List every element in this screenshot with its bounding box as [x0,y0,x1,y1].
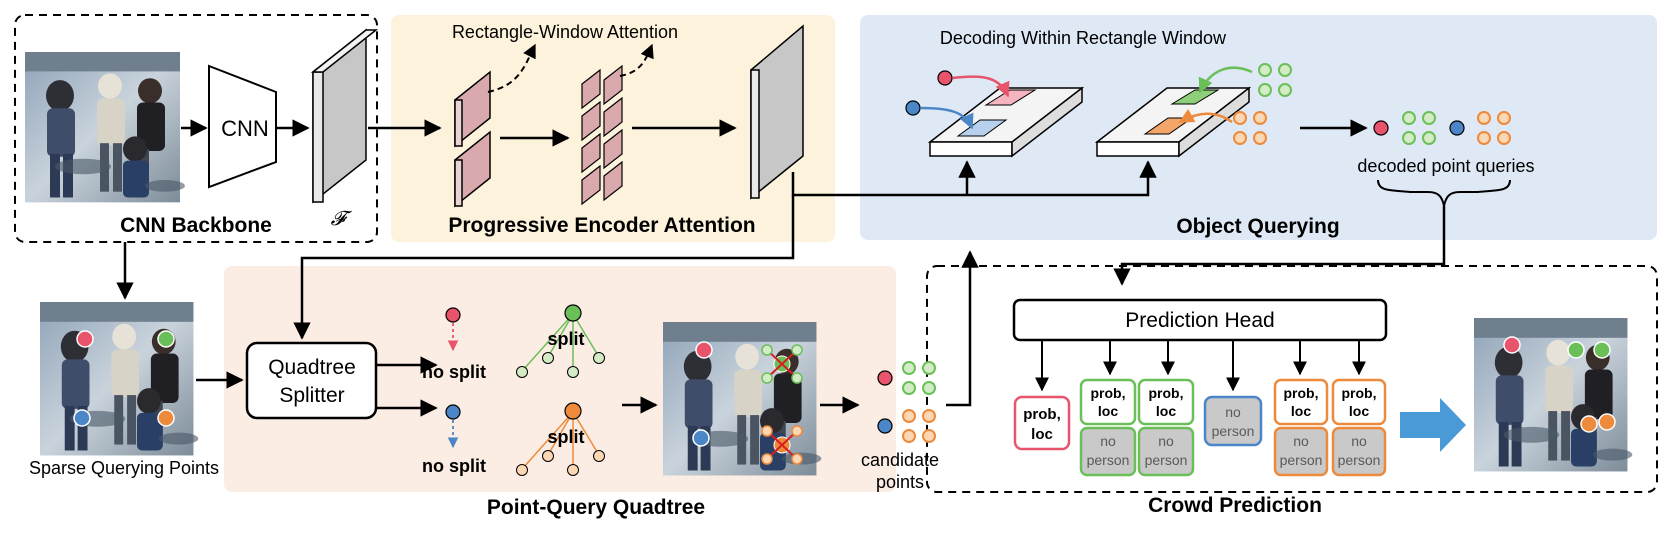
feature-map-f [310,28,379,204]
feature-symbol: 𝓕 [331,208,353,230]
candidate-points-line1: candidate [861,450,939,470]
green-prob-1-line2: loc [1098,403,1118,419]
section-title-point-query-quadtree: Point-Query Quadtree [487,496,705,519]
red-prob-line2: loc [1031,426,1053,443]
decoded-point-queries-label: decoded point queries [1357,156,1534,176]
section-title-object-querying: Object Querying [1176,215,1339,238]
orange-prediction-group [1273,378,1387,477]
section-title-cnn-backbone: CNN Backbone [120,214,272,237]
decoding-within-window-label: Decoding Within Rectangle Window [940,28,1227,48]
rect-window-attention-label: Rectangle-Window Attention [452,22,678,42]
orange-noperson-1-line2: person [1280,452,1323,468]
cnn-label: CNN [221,116,269,141]
sparse-points-image [40,302,199,456]
blue-noperson-line1: no [1225,404,1241,420]
blue-no-person-box [1203,395,1263,447]
candidate-points-line2: points [876,472,924,492]
sparse-querying-points-label: Sparse Querying Points [29,458,219,478]
green-query-cluster [1258,63,1292,97]
orange-query-cluster [1233,111,1267,145]
green-prob-2-line1: prob, [1149,385,1184,401]
orange-prob-2-line2: loc [1349,403,1369,419]
orange-split-tree [516,402,605,476]
red-prob-line1: prob, [1023,406,1061,423]
red-prob-loc-box [1013,395,1071,451]
candidate-points [877,361,936,443]
split-label-orange: split [547,427,584,447]
cnn-backbone-box [14,14,378,243]
decoded-point-queries [1373,111,1511,145]
orange-noperson-1-line1: no [1293,433,1309,449]
green-prob-2-line2: loc [1156,403,1176,419]
quadtree-splitter-block [245,341,378,420]
encoder-output-feature [750,24,804,200]
green-noperson-1-line2: person [1087,452,1130,468]
green-noperson-2-line2: person [1145,452,1188,468]
quadtree-splitter-line2: Splitter [279,384,344,407]
output-arrow-icon [1400,398,1466,452]
split-label-green: split [547,329,584,349]
green-prob-1-line1: prob, [1091,385,1126,401]
orange-noperson-2-line2: person [1338,452,1381,468]
blue-noperson-line2: person [1212,423,1255,439]
green-prediction-group [1079,378,1195,477]
section-title-crowd-prediction: Crowd Prediction [1148,494,1322,517]
green-split-tree [516,304,605,378]
orange-prob-1-line1: prob, [1284,385,1319,401]
orange-prob-1-line2: loc [1291,403,1311,419]
green-noperson-2-line1: no [1158,433,1174,449]
orange-noperson-2-line1: no [1351,433,1367,449]
input-crowd-image [25,52,185,203]
quadtree-splitter-line1: Quadtree [268,356,356,379]
orange-prob-2-line1: prob, [1342,385,1377,401]
section-title-progressive-encoder: Progressive Encoder Attention [448,214,755,237]
prediction-head-label: Prediction Head [1125,309,1274,332]
encoder-patches-small [581,64,623,206]
prediction-head-block [1012,298,1388,342]
crowd-prediction-image [1474,318,1633,472]
decoder-plate-2 [1094,86,1252,158]
querying-panel [860,15,1657,240]
cnn-block [208,64,277,189]
no-split-label-top: no split [422,362,486,382]
green-noperson-1-line1: no [1100,433,1116,449]
no-split-label-bottom: no split [422,456,486,476]
quadtree-result-points [692,341,803,465]
encoder-patches-large [454,70,491,208]
crowd-prediction-box [926,265,1658,493]
